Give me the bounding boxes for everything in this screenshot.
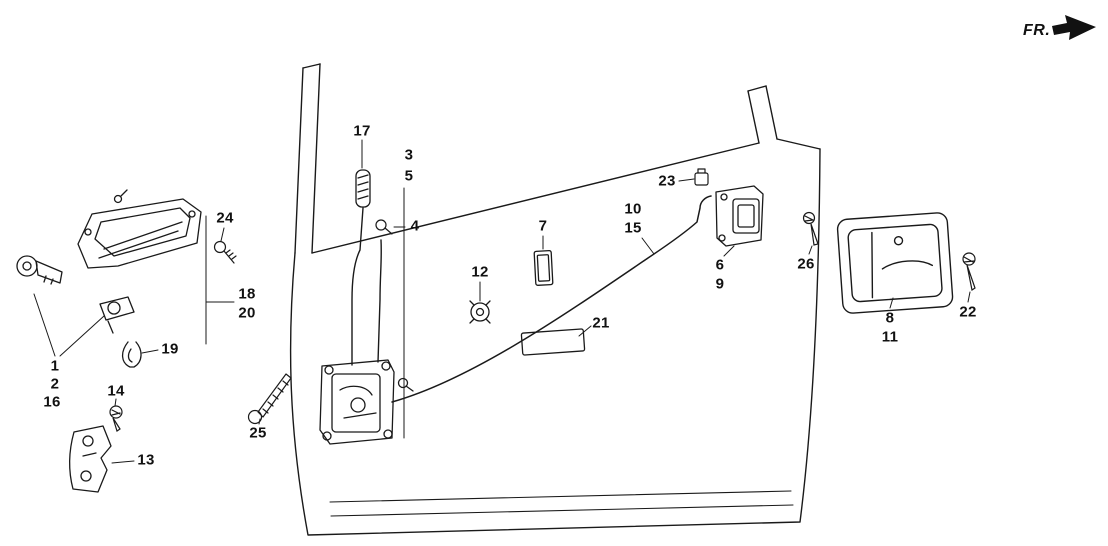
callout-10[interactable]: 10 — [624, 200, 642, 218]
callout-3[interactable]: 3 — [404, 146, 414, 164]
callout-12[interactable]: 12 — [471, 263, 489, 281]
callout-22[interactable]: 22 — [959, 303, 977, 321]
callout-1[interactable]: 1 — [50, 357, 60, 375]
callout-16[interactable]: 16 — [43, 393, 61, 411]
rear-lock-striker — [715, 185, 764, 247]
callout-13[interactable]: 13 — [137, 451, 155, 469]
callout-15[interactable]: 15 — [624, 219, 642, 237]
callout-25[interactable]: 25 — [249, 424, 267, 442]
door-striker-plate — [69, 425, 112, 493]
callout-11[interactable]: 11 — [881, 328, 899, 346]
callout-14[interactable]: 14 — [107, 382, 125, 400]
bolt-25 — [247, 373, 292, 425]
callout-26[interactable]: 26 — [797, 255, 815, 273]
lock-rods — [351, 207, 382, 366]
door-latch-assembly — [319, 359, 414, 445]
outer-door-handle — [77, 189, 202, 269]
callout-20[interactable]: 20 — [238, 304, 256, 322]
callout-9[interactable]: 9 — [715, 275, 725, 293]
callout-24[interactable]: 24 — [216, 209, 234, 227]
callout-19[interactable]: 19 — [161, 340, 179, 358]
callout-18[interactable]: 18 — [238, 285, 256, 303]
screw-26 — [802, 211, 819, 246]
cushion-pad-21 — [520, 328, 586, 356]
lock-knob-17 — [355, 169, 371, 208]
bolt-4 — [375, 219, 393, 235]
fr-arrow-icon — [1052, 15, 1096, 40]
bolt-24 — [213, 240, 237, 264]
door-outline — [289, 63, 821, 536]
screw-14 — [109, 405, 123, 432]
callout-2[interactable]: 2 — [50, 375, 60, 393]
screw-22 — [962, 252, 976, 291]
key-cylinder-and-clip — [99, 296, 142, 368]
callout-8[interactable]: 8 — [885, 309, 895, 327]
callout-17[interactable]: 17 — [353, 122, 371, 140]
door-key — [16, 255, 63, 285]
lock-rod-long — [391, 195, 712, 403]
callout-5[interactable]: 5 — [404, 167, 414, 185]
callout-23[interactable]: 23 — [658, 172, 676, 190]
callout-7[interactable]: 7 — [538, 217, 548, 235]
fr-direction-label: FR. — [1023, 22, 1051, 39]
callout-6[interactable]: 6 — [715, 256, 725, 274]
callout-21[interactable]: 21 — [592, 314, 610, 332]
callout-4[interactable]: 4 — [410, 217, 420, 235]
rod-cushion-7 — [533, 250, 554, 286]
leader-lines — [33, 139, 971, 464]
rod-holder-12 — [469, 300, 491, 324]
inner-handle-bezel — [836, 212, 954, 314]
snap-clip-23 — [694, 168, 709, 186]
